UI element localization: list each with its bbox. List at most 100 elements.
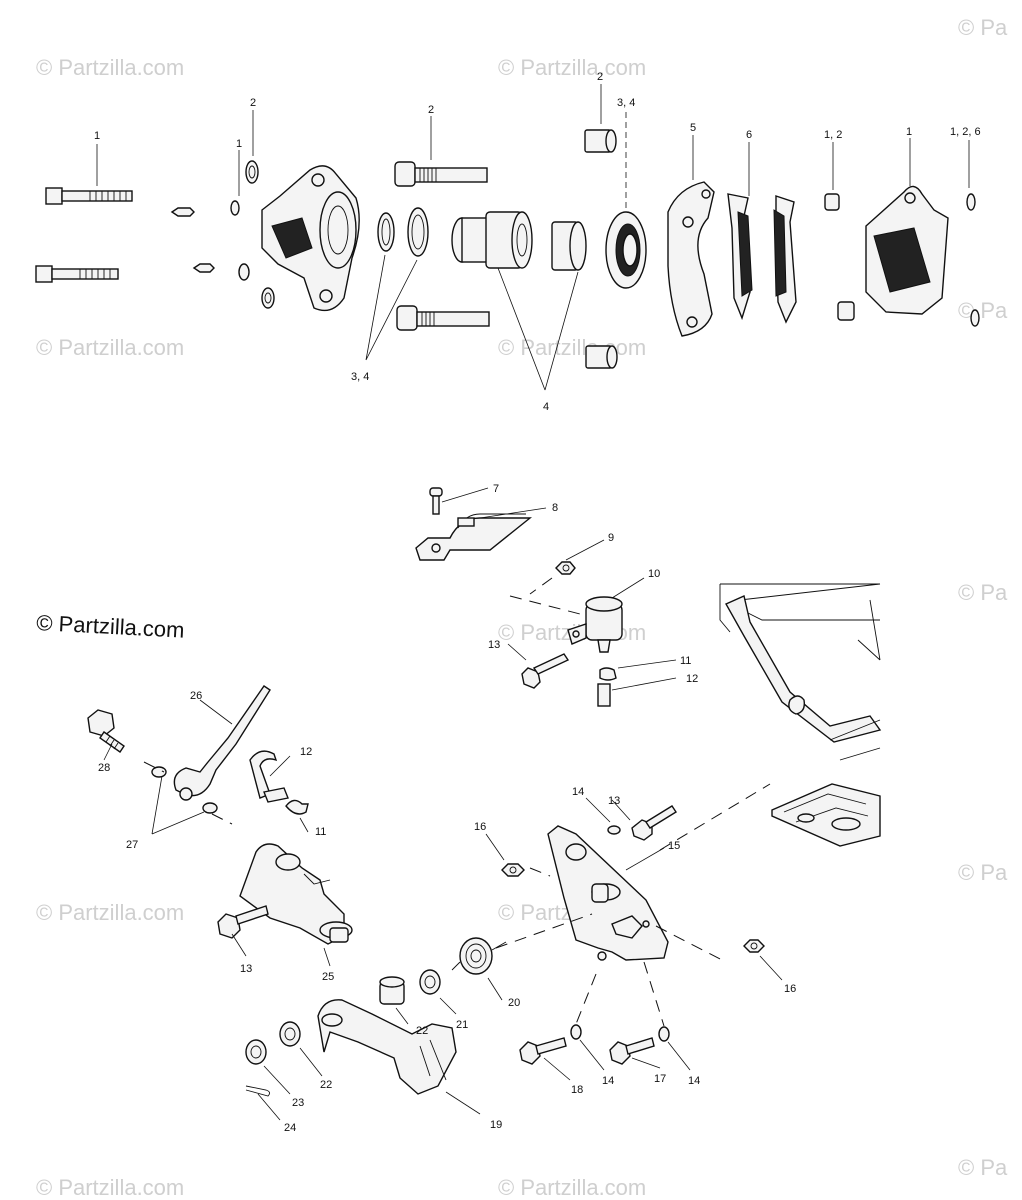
- fluid-reservoir: [567, 596, 623, 653]
- watermark-main: © Partzilla.com: [36, 610, 185, 643]
- crush-washer: [151, 766, 167, 778]
- callout: 17: [654, 1073, 666, 1085]
- callout: 13: [488, 639, 500, 651]
- pedal-assembly: 13 14 15 16 16 20 21 22 22 23 24 19 18 1…: [245, 783, 796, 1134]
- piston-cup: [551, 221, 587, 271]
- watermark: © Partzilla.com: [36, 1175, 184, 1200]
- brake-pedal: [317, 999, 457, 1095]
- reservoir-screw: [429, 487, 443, 515]
- callout: 1: [94, 130, 100, 142]
- master-cylinder-group: 26 28 27 12 11 13 25: [87, 685, 353, 983]
- callout: 22: [416, 1025, 428, 1037]
- bolt-upper-left: [45, 187, 133, 205]
- bleeder-screw-lower: [192, 263, 215, 273]
- callout: 14: [572, 786, 584, 798]
- callout: 18: [571, 1084, 583, 1096]
- reservoir-mount-bolt: [521, 653, 570, 689]
- watermark: © Pa: [958, 298, 1008, 323]
- pedal-bolt-right: [609, 1037, 655, 1065]
- dust-seal: [407, 207, 429, 257]
- bushing-bottom: [585, 345, 618, 369]
- callout: 1: [906, 126, 912, 138]
- callout: 22: [320, 1079, 332, 1091]
- callout: 16: [474, 821, 486, 833]
- callout: 14: [602, 1075, 614, 1087]
- callout: 2: [597, 71, 603, 83]
- washer: [607, 825, 621, 835]
- bleeder-screw-upper: [170, 207, 195, 217]
- callout: 3, 4: [351, 371, 369, 383]
- reservoir-nut: [555, 561, 576, 575]
- seal-ring: [245, 160, 259, 184]
- watermark: © Partzilla.com: [36, 335, 184, 360]
- slide-bushing: [837, 301, 855, 321]
- washer: [658, 1026, 670, 1042]
- callout: 8: [552, 502, 558, 514]
- callout: 12: [686, 673, 698, 685]
- reservoir-bracket: [415, 513, 532, 561]
- watermark: © Pa: [958, 1155, 1008, 1180]
- washer: [570, 1024, 582, 1040]
- watermark: © Pa: [958, 580, 1008, 605]
- bushing-top: [584, 129, 617, 153]
- mount-bolt-top: [631, 805, 677, 841]
- callout: 9: [608, 532, 614, 544]
- callout: 25: [322, 971, 334, 983]
- washer: [970, 309, 980, 327]
- watermark: © Partzilla.com: [498, 335, 646, 360]
- reservoir-hose: [597, 683, 611, 707]
- callout: 15: [668, 840, 680, 852]
- watermark: © Partzilla.com: [36, 55, 184, 80]
- pivot-nut: [501, 863, 525, 877]
- lock-nut-right: [743, 939, 765, 953]
- piston-boot: [605, 211, 647, 289]
- pedal-washer: [419, 969, 441, 995]
- callout: 19: [490, 1119, 502, 1131]
- watermark: © Partzilla.com: [498, 55, 646, 80]
- pedal-washer: [279, 1021, 301, 1047]
- brake-line: [173, 685, 271, 801]
- callout: 16: [784, 983, 796, 995]
- watermarks: © Partzilla.com © Partzilla.com © Pa © P…: [36, 15, 1008, 1200]
- callout: 1, 2, 6: [950, 126, 981, 138]
- caliper-outer-half: [865, 185, 949, 315]
- callout: 4: [543, 401, 549, 413]
- callout: 14: [688, 1075, 700, 1087]
- callout: 27: [126, 839, 138, 851]
- callout: 26: [190, 690, 202, 702]
- pedal-mount-plate: [547, 825, 669, 961]
- vehicle-frame: [719, 583, 882, 847]
- watermark: © Partzilla.com: [498, 1175, 646, 1200]
- cotter-pin: [245, 1085, 271, 1097]
- reservoir-clamp: [599, 667, 617, 681]
- reservoir-assembly: 7 8 9 10 13 11 12: [415, 483, 698, 707]
- brake-pad-inner: [727, 193, 753, 321]
- callout: 7: [493, 483, 499, 495]
- piston: [451, 211, 533, 269]
- pedal-bushing: [379, 976, 405, 1005]
- caliper-housing: [261, 165, 360, 312]
- hose-clamp: [285, 799, 309, 815]
- callout: 5: [690, 122, 696, 134]
- caliper-assembly: 1 2 1 2 2 3, 4 5 6 1, 2 1 1, 2, 6 3, 4 4: [35, 71, 981, 413]
- brake-pad-outer: [773, 195, 797, 324]
- watermark: © Partzilla.com: [36, 900, 184, 925]
- slide-bushing: [824, 193, 840, 211]
- crush-washer: [202, 802, 218, 814]
- callout: 21: [456, 1019, 468, 1031]
- callout: 13: [240, 963, 252, 975]
- caliper-bracket: [667, 181, 715, 337]
- pin-bolt-lower: [396, 305, 490, 331]
- callout: 24: [284, 1122, 296, 1134]
- washer: [238, 263, 250, 281]
- callout: 2: [250, 97, 256, 109]
- callout: 1, 2: [824, 129, 842, 141]
- washer: [966, 193, 976, 211]
- washer: [230, 200, 240, 216]
- master-cylinder: [239, 843, 353, 945]
- callout: 1: [236, 138, 242, 150]
- pedal-bolt-left: [519, 1037, 567, 1065]
- hose-fitting: [249, 750, 289, 803]
- callout: 10: [648, 568, 660, 580]
